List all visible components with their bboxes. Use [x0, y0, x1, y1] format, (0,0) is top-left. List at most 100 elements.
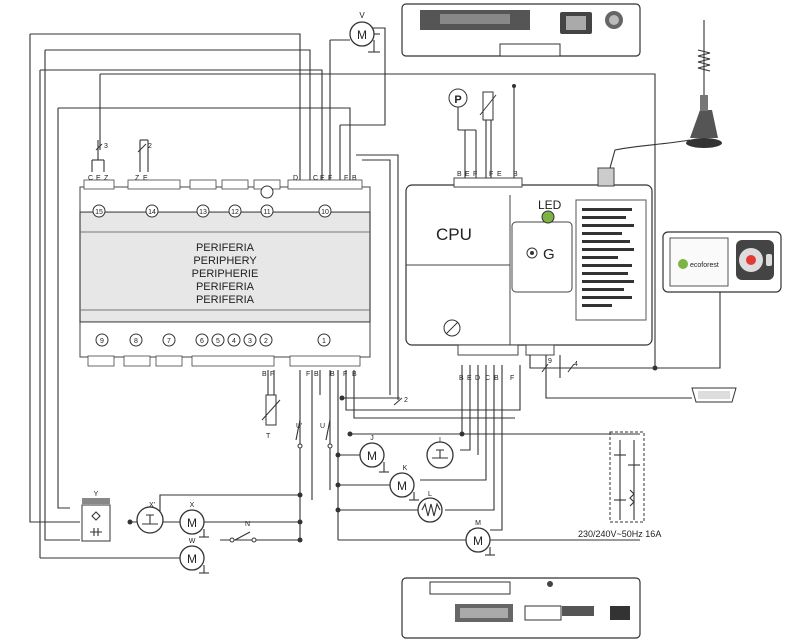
temperature-probe — [479, 84, 516, 178]
connector-number: 8 — [134, 338, 138, 345]
serial-connector — [691, 387, 737, 403]
junction-dots — [127, 365, 658, 543]
svg-text:2: 2 — [148, 143, 152, 150]
svg-text:W: W — [189, 538, 196, 545]
svg-text:N: N — [245, 521, 250, 528]
led-label: LED — [538, 198, 562, 212]
display-brand: ecoforest — [690, 262, 719, 269]
top-terminal-strip — [83, 179, 363, 190]
connector-number: 7 — [167, 338, 171, 345]
periphery-label: PERIFERIA — [196, 281, 255, 293]
wire-count-marks: 3 2 2 9 4 — [95, 143, 578, 406]
svg-text:E: E — [465, 171, 470, 178]
svg-text:T: T — [266, 433, 271, 440]
connector-14-letters: Z E — [135, 175, 148, 182]
connector-11-screw — [260, 185, 274, 199]
svg-text:E: E — [96, 175, 101, 182]
bottom-device — [401, 577, 641, 639]
antenna — [609, 20, 722, 169]
svg-text:D: D — [293, 175, 298, 182]
svg-text:C: C — [313, 175, 318, 182]
svg-text:F: F — [270, 371, 274, 378]
heater-l: L — [417, 491, 443, 523]
svg-text:M: M — [367, 449, 377, 463]
svg-text:F: F — [344, 175, 348, 182]
svg-text:B: B — [314, 371, 319, 378]
svg-text:L: L — [428, 491, 432, 498]
pump-label: P — [454, 94, 461, 106]
periphery-label: PERIFERIA — [196, 294, 255, 306]
power-supply — [609, 431, 645, 523]
power-label: 230/240V~50Hz 16A — [578, 529, 661, 539]
svg-text:B: B — [457, 171, 462, 178]
svg-text:2: 2 — [404, 397, 408, 404]
svg-text:B: B — [352, 175, 357, 182]
svg-text:Z: Z — [104, 175, 109, 182]
svg-text:M: M — [475, 520, 481, 527]
connector-number: 3 — [248, 338, 252, 345]
svg-text:Z: Z — [135, 175, 140, 182]
switch-n: N — [229, 521, 257, 543]
svg-text:C: C — [485, 375, 490, 382]
top-device — [401, 3, 641, 57]
svg-text:U: U — [320, 423, 325, 430]
connector-number: 14 — [148, 209, 156, 216]
motor-k: M K — [389, 465, 419, 501]
connector-number: 13 — [199, 209, 207, 216]
svg-text:M: M — [473, 534, 483, 548]
switch-u: U — [320, 419, 333, 449]
svg-text:B: B — [262, 371, 267, 378]
sensor-x-prime: X' — [136, 502, 164, 534]
g-label: G — [543, 246, 555, 263]
igniter-i: I — [426, 437, 454, 469]
svg-text:M: M — [397, 479, 407, 493]
svg-text:B: B — [513, 171, 518, 178]
bottom-connector-numbers: 9 8 7 6 5 4 3 2 1 — [95, 333, 331, 347]
svg-text:F: F — [510, 375, 514, 382]
bottom-terminal-strip — [87, 355, 361, 367]
svg-text:B: B — [330, 371, 335, 378]
svg-text:E: E — [143, 175, 148, 182]
cpu-board — [405, 167, 653, 356]
periphery-label: PERIPHERIE — [192, 268, 259, 280]
svg-text:9: 9 — [548, 358, 552, 365]
svg-text:M: M — [187, 552, 197, 566]
connector-number: 11 — [263, 209, 270, 216]
connector-number: 10 — [321, 209, 329, 216]
svg-text:M: M — [357, 28, 367, 42]
pressure-switch: P — [448, 88, 477, 178]
motor-m: M M — [465, 520, 495, 556]
motor-j: M J — [359, 435, 389, 473]
motor-v: M V — [349, 11, 380, 53]
svg-text:F: F — [343, 371, 347, 378]
connector-number: 1 — [322, 338, 326, 345]
svg-text:M: M — [187, 516, 197, 530]
connector-15-letters: C E Z — [88, 175, 109, 182]
cpu-top-letters: B E F F E B — [457, 171, 518, 178]
svg-text:X: X — [190, 502, 195, 509]
cpu-label: CPU — [436, 225, 472, 244]
connector-2-letters: B F — [262, 371, 274, 378]
motor-x: M X — [179, 502, 209, 538]
top-connector-numbers: 15 14 13 12 11 10 — [92, 204, 332, 218]
svg-text:B: B — [494, 375, 499, 382]
connector-1-letters: F B B F B — [306, 371, 357, 378]
svg-text:C: C — [88, 175, 93, 182]
svg-text:E: E — [497, 171, 502, 178]
connector-number: 12 — [231, 209, 239, 216]
connector-number: 4 — [232, 338, 236, 345]
connector-number: 9 — [100, 338, 104, 345]
thermostat-t: T — [261, 394, 281, 440]
svg-text:J: J — [370, 435, 374, 442]
periphery-label: PERIPHERY — [193, 255, 257, 267]
connector-number: 15 — [95, 209, 103, 216]
connector-number: 6 — [200, 338, 204, 345]
motor-w: M W — [179, 538, 209, 574]
display-unit: ecoforest — [662, 231, 782, 293]
svg-text:F: F — [473, 171, 477, 178]
svg-text:F: F — [306, 371, 310, 378]
svg-text:I: I — [439, 437, 441, 444]
svg-text:4: 4 — [574, 361, 578, 368]
svg-text:3: 3 — [104, 143, 108, 150]
